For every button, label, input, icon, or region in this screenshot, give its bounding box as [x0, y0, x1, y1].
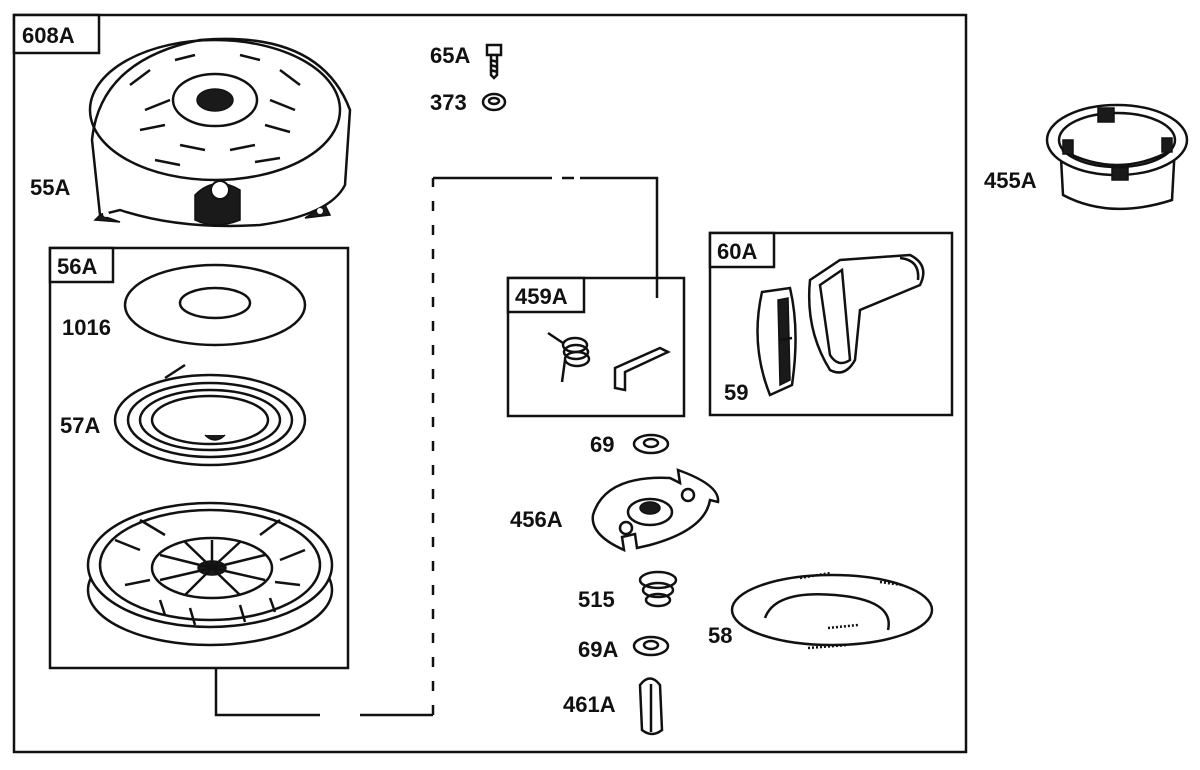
kit-608a: 608A	[12, 13, 968, 754]
washer-69a-part	[632, 635, 670, 657]
compression-spring-part	[638, 570, 678, 608]
part-label-461a: 461A	[563, 692, 616, 717]
kit-459a: 459A	[506, 276, 686, 418]
starter-rope-part	[730, 571, 934, 650]
kit-56a: 56A	[48, 246, 350, 670]
screw-part	[485, 43, 503, 80]
handle-insert-part	[756, 286, 797, 397]
part-label-373: 373	[430, 90, 467, 115]
torsion-spring-part	[547, 331, 591, 383]
kit-56a-label: 56A	[57, 254, 97, 279]
dog-part	[613, 346, 671, 392]
rewind-spring-part	[113, 363, 307, 467]
part-label-55a: 55A	[30, 175, 70, 200]
kit-60a: 60A	[708, 231, 954, 417]
part-label-455a: 455A	[984, 168, 1037, 193]
ratchet-part	[591, 468, 720, 553]
part-label-515: 515	[578, 587, 615, 612]
part-label-59: 59	[724, 380, 748, 405]
washer-69-part	[632, 433, 670, 455]
starter-cup-part	[1045, 103, 1189, 211]
washer-1016-part	[123, 263, 307, 347]
pulley-part	[86, 501, 334, 647]
kit-60a-label: 60A	[717, 239, 757, 264]
part-label-456a: 456A	[510, 507, 563, 532]
part-label-58: 58	[708, 623, 732, 648]
nut-part	[481, 92, 507, 112]
retainer-part	[638, 677, 664, 736]
kit-459a-label: 459A	[515, 284, 568, 309]
part-label-1016: 1016	[62, 315, 111, 340]
part-label-57a: 57A	[60, 413, 100, 438]
part-label-69: 69	[590, 432, 614, 457]
kit-608a-label: 608A	[22, 23, 75, 48]
blower-housing-part	[88, 37, 352, 228]
kit-connector-lines	[214, 176, 659, 717]
starter-handle-part	[807, 253, 925, 374]
part-label-69a: 69A	[578, 637, 618, 662]
part-label-65a: 65A	[430, 43, 470, 68]
